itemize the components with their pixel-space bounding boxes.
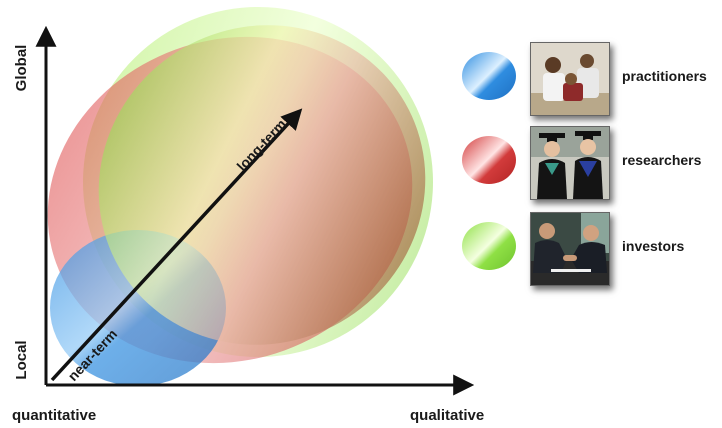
practitioners-label: practitioners xyxy=(622,68,707,84)
long-term-region xyxy=(98,25,426,345)
handshake-photo-icon xyxy=(530,212,610,286)
y-axis-top-label: Global xyxy=(13,45,30,92)
time-arrow xyxy=(50,108,303,382)
researchers-label: researchers xyxy=(622,152,702,168)
y-axis-bottom-label: Local xyxy=(13,340,30,379)
researchers-swatch xyxy=(462,136,516,184)
investors-swatch xyxy=(462,222,516,270)
legend-item-researchers: researchers xyxy=(462,126,722,202)
x-axis-right-label: qualitative xyxy=(410,407,484,424)
legend-item-practitioners: practitioners xyxy=(462,42,722,118)
practitioners-photo-icon xyxy=(530,42,610,116)
investors-label: investors xyxy=(622,238,685,254)
x-axis-left-label: quantitative xyxy=(12,407,96,424)
legend-item-investors: investors xyxy=(462,212,722,288)
practitioners-swatch xyxy=(462,52,516,100)
graduates-photo-icon xyxy=(530,126,610,200)
